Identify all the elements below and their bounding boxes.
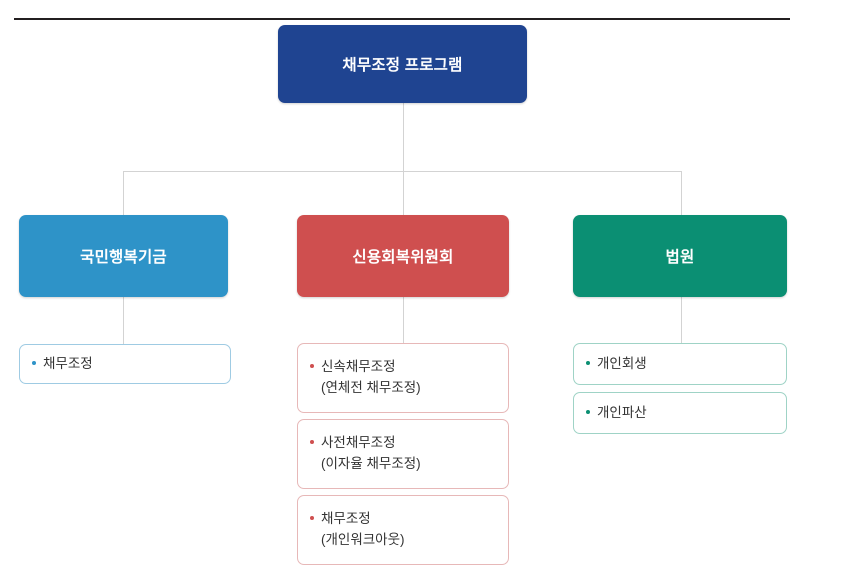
connector-to-category-1 [123,171,124,216]
list-item[interactable]: 개인파산 [573,392,787,434]
list-item[interactable]: 신속채무조정 (연체전 채무조정) [297,343,509,413]
list-item[interactable]: 개인회생 [573,343,787,385]
list-item[interactable]: 채무조정 [19,344,231,384]
list-item-secondary: (개인워크아웃) [321,532,405,547]
connector-root-down [403,103,404,171]
category-node-label: 신용회복위원회 [352,249,454,266]
bullet-icon [310,364,314,369]
connector-category-3-to-items [681,297,682,344]
list-item-secondary: (연체전 채무조정) [321,380,421,395]
list-item-primary: 채무조정 [32,354,230,375]
category-node-label: 법원 [665,249,695,266]
category-node-court[interactable]: 법원 [573,215,787,297]
list-item-primary: 채무조정 [310,509,508,530]
list-item[interactable]: 채무조정 (개인워크아웃) [297,495,509,565]
connector-to-category-2 [403,171,404,216]
root-node-label: 채무조정 프로그램 [342,57,463,74]
root-node-debt-adjustment-program[interactable]: 채무조정 프로그램 [278,25,527,103]
connector-to-category-3 [681,171,682,216]
list-item-primary: 신속채무조정 [310,357,508,378]
bullet-icon [586,409,590,414]
list-item[interactable]: 사전채무조정 (이자율 채무조정) [297,419,509,489]
connector-category-1-to-items [123,297,124,344]
list-item-primary: 개인파산 [586,403,786,424]
list-item-secondary: (이자율 채무조정) [321,456,421,471]
bullet-icon [586,360,590,365]
category-node-kookmin-happiness-fund[interactable]: 국민행복기금 [19,215,228,297]
bullet-icon [310,516,314,521]
list-item-primary: 사전채무조정 [310,433,508,454]
bullet-icon [32,360,36,365]
category-node-credit-counseling-recovery-service[interactable]: 신용회복위원회 [297,215,509,297]
connector-category-2-to-items [403,297,404,344]
connector-bus [123,171,682,172]
category-node-label: 국민행복기금 [80,249,167,266]
header-divider [14,18,790,20]
list-item-primary: 개인회생 [586,354,786,375]
bullet-icon [310,440,314,445]
